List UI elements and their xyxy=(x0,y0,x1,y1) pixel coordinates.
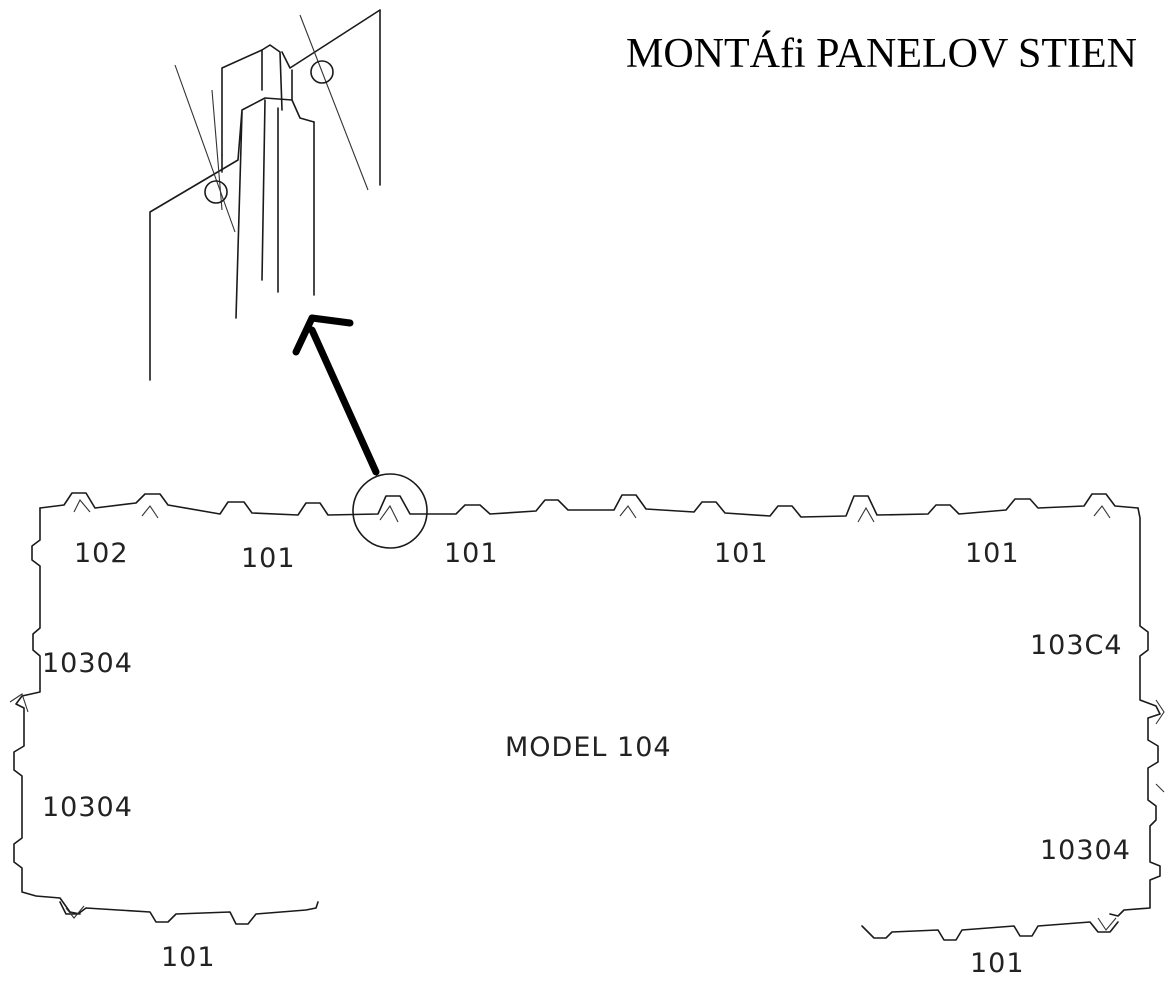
model-label: MODEL 104 xyxy=(505,732,672,763)
joint-detail-view xyxy=(149,9,381,381)
page-title: MONTÁfi PANELOV STIEN xyxy=(626,31,1138,77)
panel-label-right-upper: 103C4 xyxy=(1030,630,1123,661)
top-wall-profile xyxy=(39,492,1139,523)
right-wall-profile xyxy=(1109,507,1165,917)
panel-label-top-3: 101 xyxy=(714,538,769,569)
panel-label-top-2: 101 xyxy=(444,538,499,569)
bottom-right-wall-profile xyxy=(861,917,1119,941)
panel-label-bottom-left: 101 xyxy=(161,942,216,973)
panel-label-bottom-right: 101 xyxy=(970,948,1025,979)
bottom-left-wall-profile xyxy=(59,901,319,925)
left-wall-profile xyxy=(9,507,81,915)
circle-highlight-icon xyxy=(352,473,428,549)
panel-label-top-1: 101 xyxy=(241,543,296,574)
fastener-circle-icon xyxy=(204,180,228,204)
panel-label-left-lower: 10304 xyxy=(42,792,133,823)
panel-label-left-upper: 10304 xyxy=(42,648,133,679)
arrow-up-left-icon xyxy=(292,314,380,476)
panel-label-right-lower: 10304 xyxy=(1040,835,1131,866)
panel-label-top-left-corner: 102 xyxy=(74,538,129,569)
panel-label-top-4: 101 xyxy=(965,538,1020,569)
fastener-circle-icon xyxy=(310,60,334,84)
